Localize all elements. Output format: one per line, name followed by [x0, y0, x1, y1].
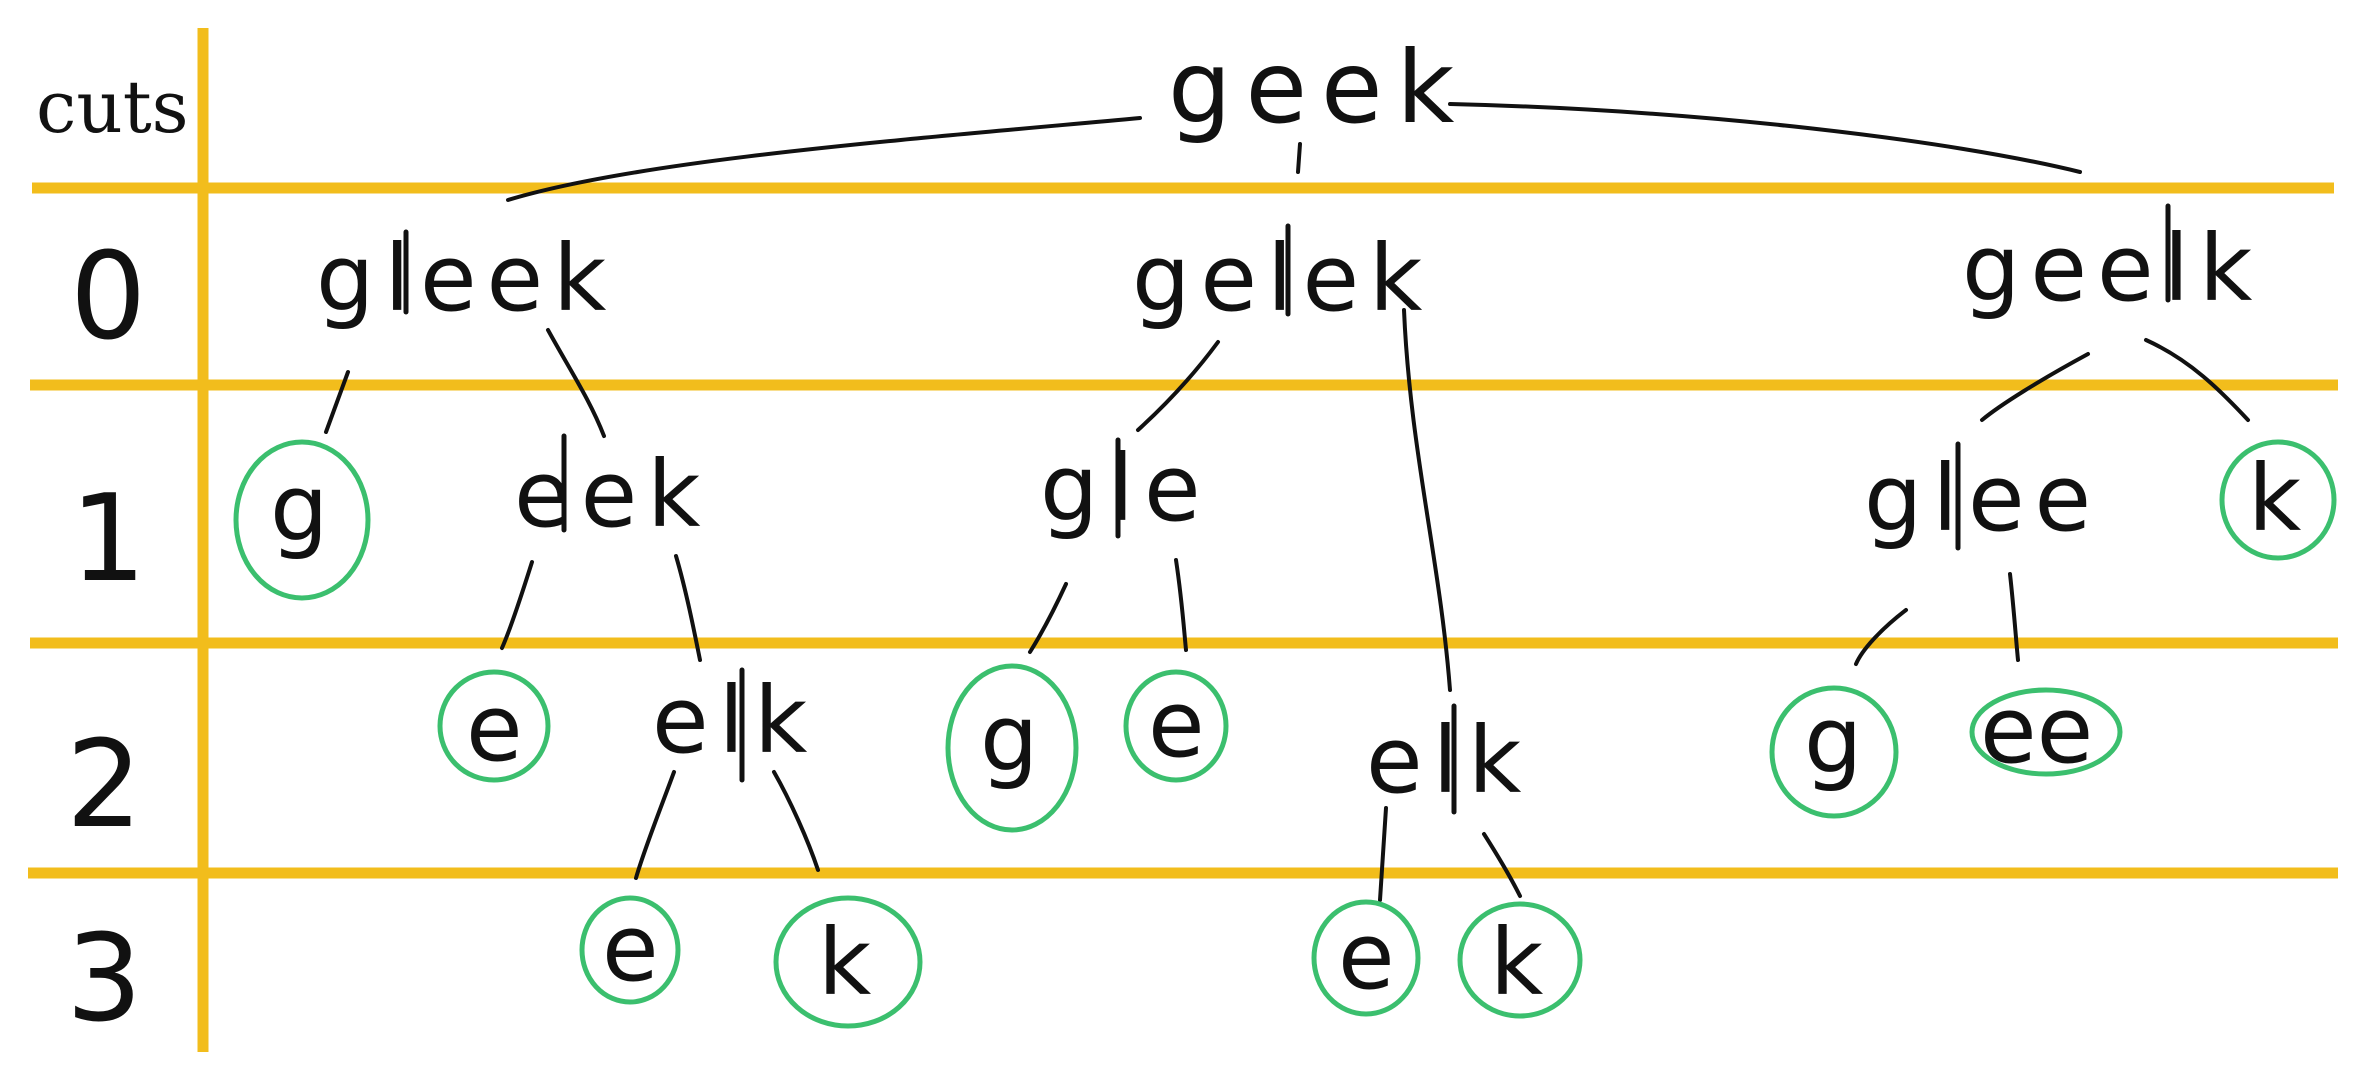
leaf-e-2: e: [1123, 669, 1229, 783]
leaf-circle: [1311, 899, 1421, 1017]
edge-eek-elk: [674, 554, 702, 662]
node-gle: gle: [1040, 435, 1211, 542]
edge-gelek-gle: [1136, 340, 1220, 432]
leaf-k-2: k: [773, 895, 923, 1029]
edge-elk1-k: [772, 770, 820, 872]
row-label-0: 0: [70, 228, 146, 367]
leaf-circle: [1969, 687, 2123, 777]
node-eek: eek: [514, 441, 710, 548]
leaf-label: k: [818, 909, 872, 1016]
edge-root-right: [1448, 102, 2082, 174]
edge-glee-g: [1854, 608, 1908, 666]
leaf-label: k: [1490, 909, 1544, 1016]
leaf-circle: [945, 663, 1079, 833]
leaf-circle: [233, 439, 371, 601]
leaf-circle: [1769, 685, 1899, 819]
leaf-label: e: [602, 895, 659, 1002]
leaf-g-2: g: [945, 663, 1079, 833]
leaf-e-4: e: [1311, 899, 1421, 1017]
leaf-label: g: [980, 685, 1038, 792]
leaf-label: e: [1148, 671, 1205, 778]
cuts-header: cuts: [36, 65, 189, 149]
row-label-2: 2: [66, 716, 142, 855]
leaf-label: g: [270, 455, 328, 562]
leaf-circle: [1457, 901, 1583, 1019]
edge-elk2-k: [1482, 832, 1522, 898]
node-elk-1: elk: [652, 667, 817, 774]
leaf-e-1: e: [437, 669, 551, 783]
leaf-label: e: [1338, 903, 1395, 1010]
node-gleek: gleek: [316, 225, 616, 332]
edge-root-mid: [1296, 142, 1302, 174]
leaf-k-3: k: [1457, 901, 1583, 1019]
tree-edges: [324, 102, 2250, 902]
leaf-label: ee: [1980, 677, 2093, 784]
leaf-label: e: [466, 675, 523, 782]
edge-gleek-eek: [546, 328, 606, 438]
leaf-circle: [437, 669, 551, 783]
edge-elk2-e: [1378, 806, 1388, 902]
edge-elk1-e: [634, 770, 676, 880]
edge-geelk-k: [2144, 338, 2250, 422]
node-geelk: geelk: [1962, 215, 2262, 322]
leaf-e-3: e: [579, 895, 681, 1005]
leaf-k-1: k: [2219, 439, 2337, 561]
node-glee: glee: [1864, 445, 2101, 552]
row-label-3: 3: [66, 910, 142, 1049]
edge-gleek-g: [324, 370, 350, 434]
edge-gelek-elk: [1402, 308, 1452, 692]
edge-root-left: [506, 116, 1142, 202]
edge-gle-g: [1028, 582, 1068, 654]
leaf-ee: ee: [1969, 677, 2123, 784]
row-label-1: 1: [70, 470, 146, 609]
leaf-g-1: g: [233, 439, 371, 601]
node-gelek: gelek: [1132, 225, 1432, 332]
leaf-g-3: g: [1769, 685, 1899, 819]
edge-glee-ee: [2008, 572, 2020, 662]
edge-gle-e: [1174, 558, 1188, 652]
leaf-circle: [773, 895, 923, 1029]
leaf-label: k: [2248, 445, 2302, 552]
leaf-label: g: [1804, 687, 1862, 794]
node-root: geek: [1168, 29, 1468, 146]
leaf-circle: [579, 895, 681, 1005]
edge-eek-e: [500, 560, 534, 650]
leaf-circle: [2219, 439, 2337, 561]
node-elk-2: elk: [1366, 707, 1531, 814]
edge-geelk-glee: [1980, 352, 2090, 422]
leaf-circle: [1123, 669, 1229, 783]
